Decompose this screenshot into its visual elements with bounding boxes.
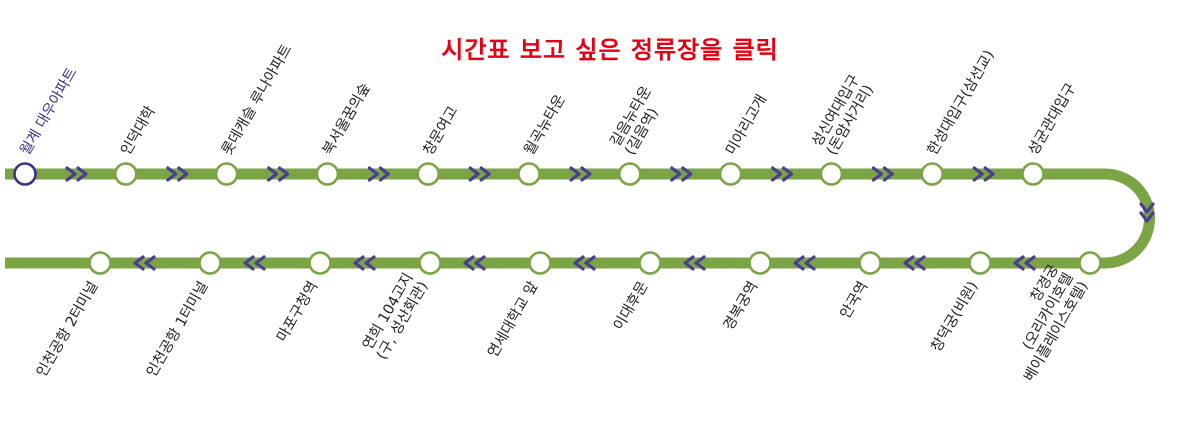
- direction-arrow-right: [569, 166, 592, 182]
- direction-arrow-left: [683, 255, 706, 271]
- page-title: 시간표 보고 싶은 정류장을 클릭: [441, 36, 779, 64]
- bus-stop-marker[interactable]: [1078, 251, 1102, 275]
- stop-label[interactable]: 북서울꿈의숲: [319, 80, 374, 158]
- direction-arrow-right: [367, 166, 390, 182]
- stop-label[interactable]: 길음뉴타운(길음역): [607, 83, 670, 158]
- direction-arrow-left: [1013, 255, 1036, 271]
- route-line-path: [5, 168, 1155, 269]
- stop-label[interactable]: 연희 104고지(구, 성산회관): [358, 270, 431, 363]
- bus-stop-marker[interactable]: [617, 162, 642, 186]
- stop-label[interactable]: 월곡뉴타운: [521, 92, 569, 158]
- stop-label[interactable]: 인천공항 1터미널: [143, 279, 211, 380]
- direction-arrow-left: [353, 255, 376, 271]
- direction-arrow-left: [903, 255, 926, 271]
- stop-label[interactable]: 미아리고개: [722, 92, 770, 158]
- stop-label[interactable]: 이대후문: [610, 279, 651, 334]
- bus-stop-marker[interactable]: [214, 162, 239, 186]
- stop-label[interactable]: 경복궁역: [720, 279, 761, 334]
- direction-arrow-right: [267, 166, 290, 182]
- bus-stop-marker[interactable]: [920, 162, 945, 186]
- stop-label[interactable]: 마포구청역: [273, 279, 321, 345]
- bus-stop-marker[interactable]: [114, 162, 138, 186]
- stop-label[interactable]: 인천공항 2터미널: [33, 279, 101, 380]
- stops: [13, 162, 1102, 275]
- stop-label[interactable]: 창덕궁(비원): [928, 279, 982, 355]
- direction-arrow-left: [243, 255, 266, 271]
- direction-arrow-right: [770, 166, 794, 182]
- stop-label[interactable]: 안국역: [837, 279, 872, 322]
- bus-stop-marker[interactable]: [718, 162, 743, 186]
- direction-arrow-right: [972, 166, 995, 182]
- bus-stop-marker[interactable]: [638, 251, 662, 275]
- stop-label[interactable]: 월계 대우아파트: [17, 65, 81, 158]
- stop-label[interactable]: 연세대학교 앞: [484, 279, 541, 361]
- direction-arrow-right: [468, 166, 491, 182]
- direction-arrow-right: [166, 166, 189, 182]
- bus-stop-marker[interactable]: [858, 251, 882, 275]
- bus-stop-marker[interactable]: [198, 251, 222, 275]
- direction-arrow-left: [133, 255, 156, 271]
- bus-stop-marker[interactable]: [528, 251, 552, 275]
- bus-stop-marker[interactable]: [13, 162, 37, 186]
- bus-stop-marker[interactable]: [819, 162, 844, 186]
- bus-stop-marker[interactable]: [1021, 162, 1045, 186]
- direction-arrow-right: [871, 166, 895, 182]
- bus-stop-marker[interactable]: [308, 251, 332, 275]
- stop-label[interactable]: 한성대입구(삼선교): [924, 47, 998, 158]
- direction-arrow-left: [573, 255, 596, 271]
- bus-stop-marker[interactable]: [416, 162, 441, 186]
- stop-label[interactable]: 롯데캐슬 루나아파트: [218, 42, 295, 158]
- bus-stop-marker[interactable]: [517, 162, 541, 186]
- direction-arrow-down: [1139, 202, 1155, 223]
- bus-stop-marker[interactable]: [315, 162, 340, 186]
- route-line: [5, 168, 1155, 269]
- direction-arrow-left: [463, 255, 486, 271]
- bus-stop-marker[interactable]: [968, 251, 992, 275]
- direction-arrow-right: [670, 166, 693, 182]
- stop-label[interactable]: 창문여고: [420, 103, 461, 158]
- stop-label[interactable]: 인덕대학: [118, 103, 159, 158]
- stop-label[interactable]: 창경궁(오리카이호텔베이플레이스호텔): [991, 262, 1091, 385]
- stop-label[interactable]: 성신여대입구(돈암사거리): [808, 72, 877, 158]
- direction-arrow-left: [793, 255, 816, 271]
- bus-stop-marker[interactable]: [88, 251, 112, 275]
- direction-arrows: [65, 166, 1155, 271]
- bus-stop-marker[interactable]: [748, 251, 772, 275]
- direction-arrow-right: [65, 166, 88, 182]
- bus-stop-marker[interactable]: [418, 251, 442, 275]
- stop-labels: 월계 대우아파트 인덕대학 롯데캐슬 루나아파트 북서울꿈의숲 창문여고 월곡뉴타운 길음뉴…: [17, 42, 1092, 385]
- stop-label[interactable]: 성균관대입구: [1025, 80, 1080, 158]
